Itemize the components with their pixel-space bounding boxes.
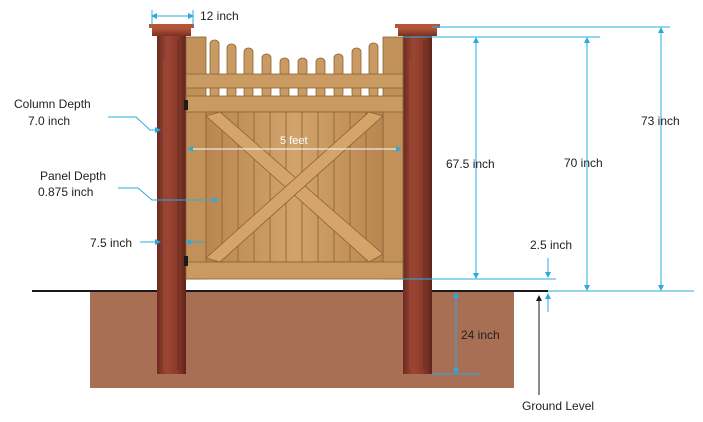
column-depth-label-line1: Column Depth [14, 97, 91, 111]
pickets [209, 39, 379, 99]
panel-depth-label-line2: 0.875 inch [38, 185, 93, 199]
panel-depth-label-line1: Panel Depth [40, 169, 106, 183]
gate-panel [184, 36, 404, 280]
panel-height-label: 70 inch [564, 156, 603, 170]
column-width-label: 12 inch [200, 9, 239, 23]
column-depth-label-line2: 7.0 inch [28, 114, 70, 128]
ground-gap-label: 2.5 inch [530, 238, 572, 252]
right-post [395, 24, 440, 374]
column-depth-leader [108, 116, 161, 133]
panel-depth-leader [118, 187, 219, 203]
total-height-label: 73 inch [641, 114, 680, 128]
rail-width-label: 7.5 inch [90, 236, 132, 250]
post-depth-label: 24 inch [461, 328, 500, 342]
gate-width-label: 5 feet [280, 135, 308, 147]
ground-level-label: Ground Level [522, 399, 594, 413]
left-post [149, 24, 194, 374]
gate-height-label: 67.5 inch [446, 157, 495, 171]
